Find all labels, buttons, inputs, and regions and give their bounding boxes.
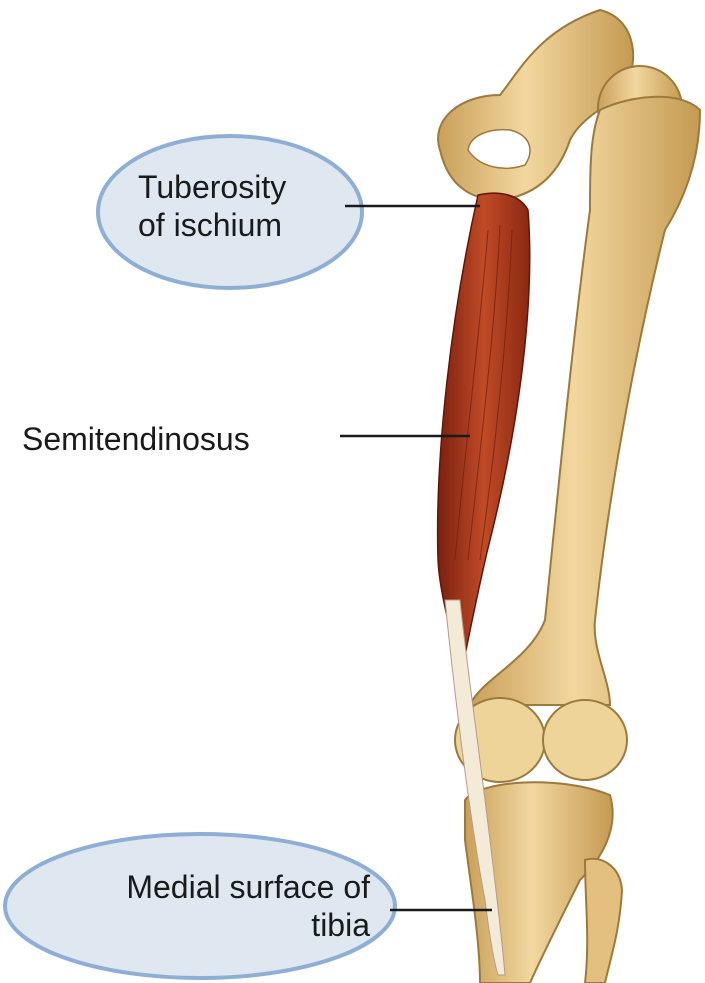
- semitendinosus-label: Semitendinosus: [22, 420, 250, 458]
- tibia-label: Medial surface of tibia: [40, 868, 370, 944]
- tibia-label-line2: tibia: [40, 906, 370, 944]
- ischium-label-line2: of ischium: [138, 206, 338, 244]
- ischium-label: Tuberosity of ischium: [138, 168, 338, 244]
- tibia-label-line1: Medial surface of: [40, 868, 370, 906]
- ischium-label-line1: Tuberosity: [138, 168, 338, 206]
